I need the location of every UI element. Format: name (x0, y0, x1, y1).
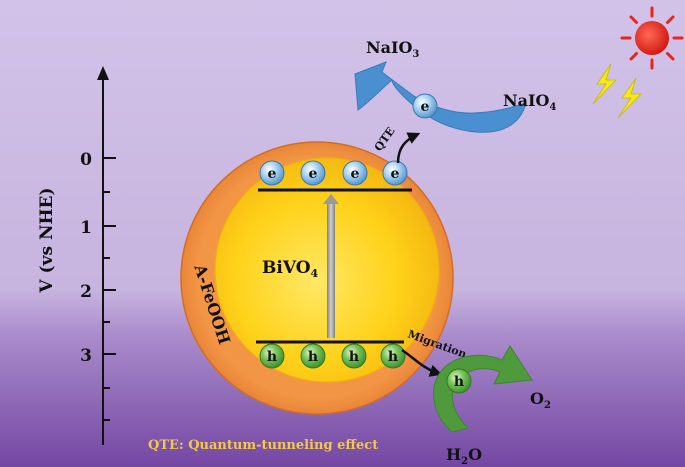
naio3-label: NaIO3 (366, 38, 419, 60)
svg-text:e: e (421, 99, 430, 115)
tick-label-3: 3 (80, 346, 92, 366)
h2o-label: H2O (446, 445, 482, 467)
svg-text:h: h (349, 349, 359, 365)
svg-text:e: e (309, 166, 318, 182)
tick-label-1: 1 (80, 218, 92, 238)
tick-label-0: 0 (80, 150, 92, 170)
electron: e (382, 160, 408, 186)
o2-label: O2 (530, 389, 551, 411)
naio4-label: NaIO4 (503, 91, 556, 113)
axis-title: V (vs NHE) (37, 187, 57, 293)
electron: e (300, 160, 326, 186)
migration-arrow (401, 348, 443, 377)
hole: h (446, 368, 472, 394)
svg-text:h: h (454, 374, 464, 390)
reduction-arrow (354, 61, 527, 133)
electron: e (342, 160, 368, 186)
tick-label-2: 2 (80, 282, 92, 302)
hole: h (380, 343, 406, 369)
svg-text:e: e (391, 166, 400, 182)
hole: h (341, 343, 367, 369)
qte-arrow (396, 132, 421, 164)
electron: e (259, 160, 285, 186)
hole: h (300, 343, 326, 369)
svg-text:h: h (388, 349, 398, 365)
svg-text:e: e (351, 166, 360, 182)
bandgap-arrowhead (323, 194, 339, 204)
electron: e (412, 93, 438, 119)
svg-text:h: h (267, 349, 277, 365)
svg-text:e: e (268, 166, 277, 182)
lightning-icon (592, 63, 642, 119)
bandgap-bar (327, 202, 335, 338)
bivo4-label: BiVO4 (262, 258, 319, 280)
potential-axis: 0 1 2 3 V (vs NHE) (37, 66, 116, 445)
footnote-label: QTE: Quantum-tunneling effect (148, 438, 378, 453)
svg-text:h: h (308, 349, 318, 365)
hole: h (259, 343, 285, 369)
sun-icon (620, 6, 684, 70)
axis-arrowhead (97, 66, 109, 80)
